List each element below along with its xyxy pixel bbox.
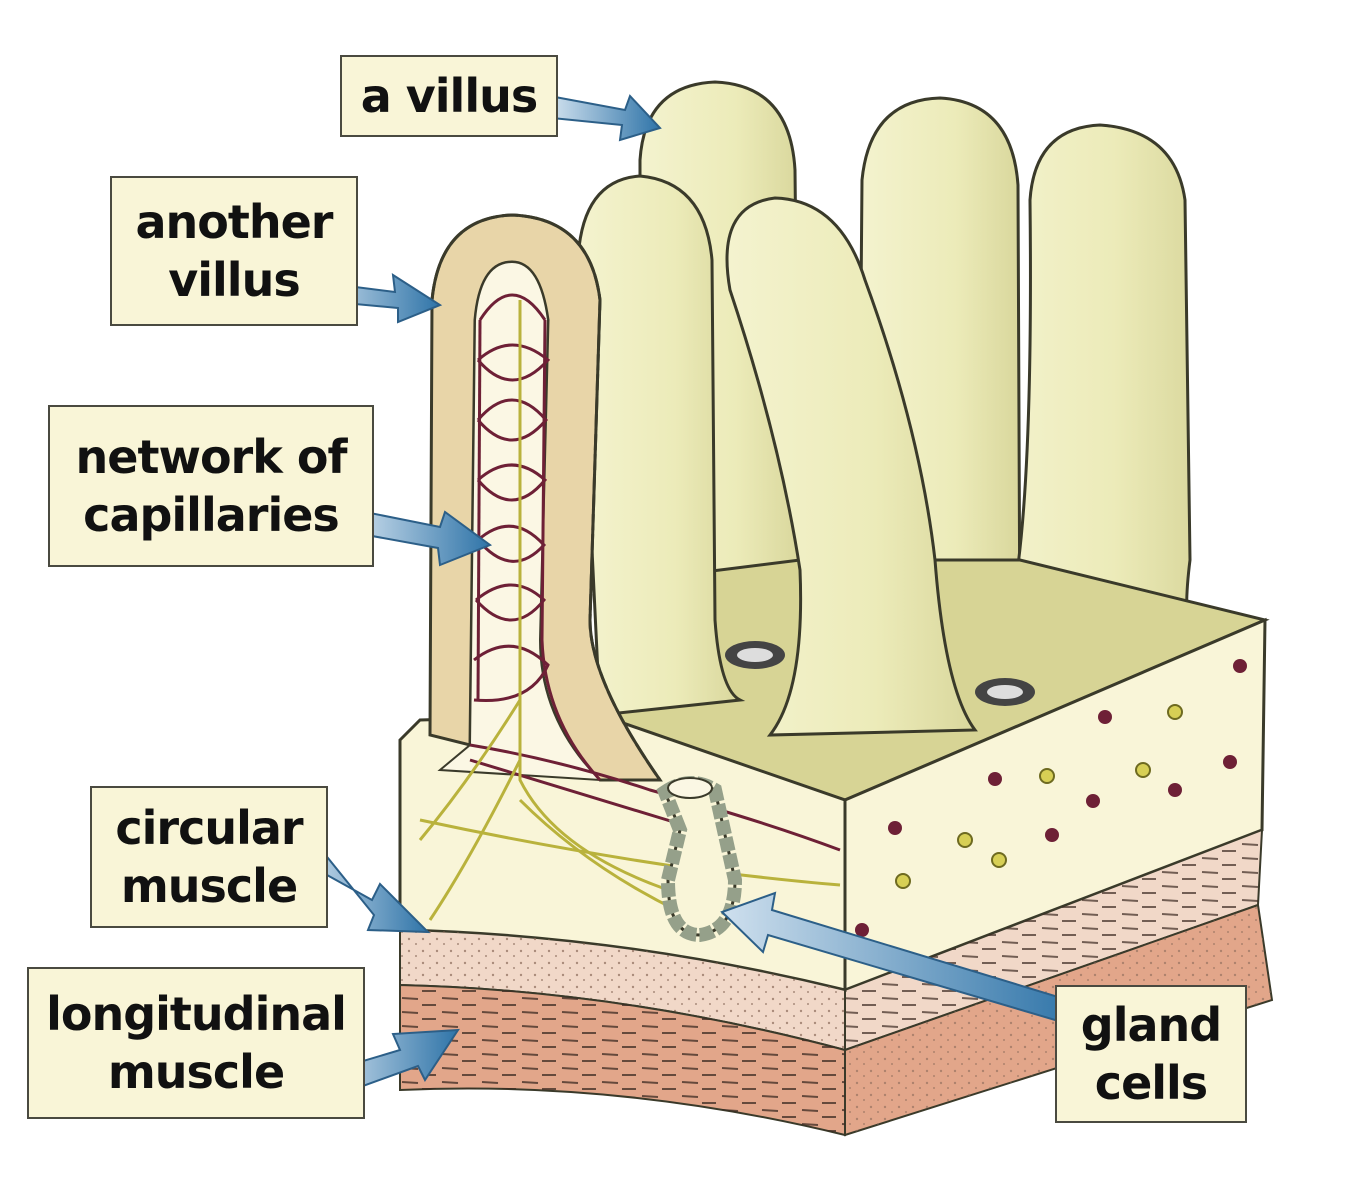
villus-front-left (576, 174, 746, 717)
arrow-villus (550, 94, 662, 142)
intestinal-gland (656, 776, 743, 943)
label-another-villus: another villus (110, 176, 358, 326)
arrow-gland-cells (720, 891, 1080, 1027)
villus-front-tilted (725, 196, 978, 737)
gland-pores (725, 641, 1035, 706)
vessel-dots (855, 659, 1247, 937)
label-circular-muscle: circular muscle (90, 786, 328, 928)
label-villus: a villus (340, 55, 558, 137)
front-villi (576, 174, 978, 737)
label-gland-cells: gland cells (1055, 985, 1247, 1123)
label-capillaries: network of capillaries (48, 405, 374, 567)
label-longitudinal-muscle: longitudinal muscle (27, 967, 365, 1119)
